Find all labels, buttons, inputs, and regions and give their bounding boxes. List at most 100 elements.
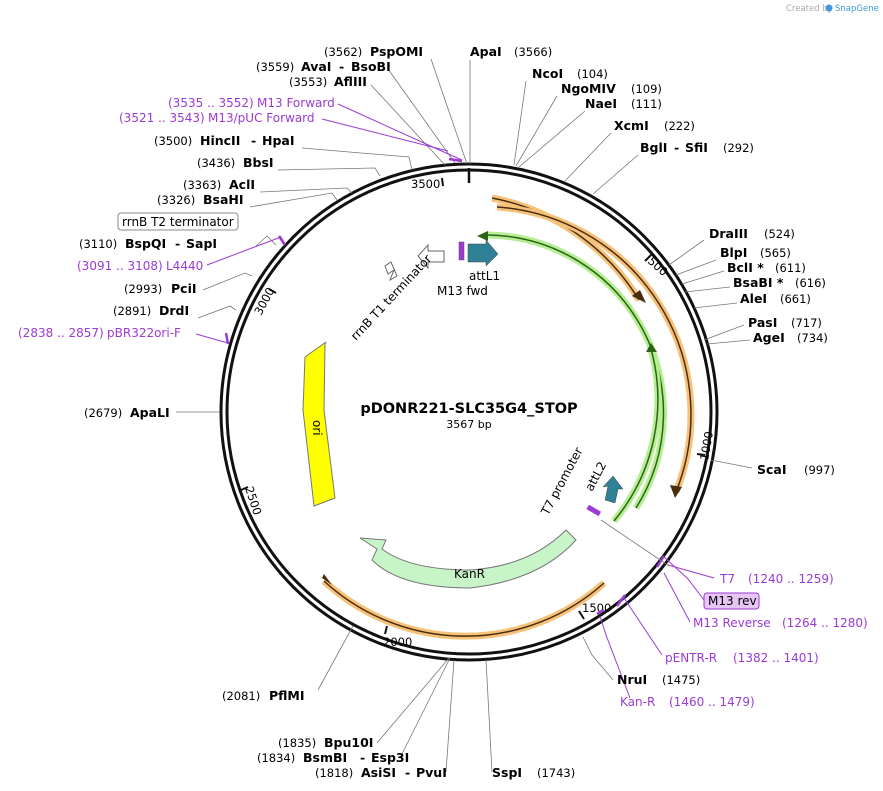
- green-arrow-1: [487, 234, 665, 509]
- enzyme-acli-name: AclI: [229, 177, 255, 192]
- enzyme-bsobi-name: BsoBI: [351, 59, 391, 74]
- svg-text:-: -: [251, 133, 256, 148]
- tick-label-3500: 3500: [411, 177, 440, 191]
- ori-label: ori: [310, 420, 324, 436]
- enzyme-ngomiv-pos: (109): [631, 82, 662, 96]
- primer-pbr322-range: (2838 .. 2857): [18, 326, 104, 340]
- orange-arrow-1: [491, 197, 640, 301]
- enzyme-blpi-pos: (565): [760, 246, 791, 260]
- enzyme-avai-name: AvaI: [301, 59, 331, 74]
- enzyme-acli-pos: (3363): [183, 178, 221, 192]
- tick-label-1500: 1500: [582, 601, 611, 615]
- enzyme-avai-pos: (3559): [256, 60, 294, 74]
- primer-l4440-name: L4440: [166, 259, 203, 273]
- svg-text:-: -: [175, 236, 180, 251]
- backbone-outer: [219, 162, 719, 662]
- attl1-arrow: [467, 239, 499, 267]
- plasmid-name: pDONR221-SLC35G4_STOP: [360, 401, 578, 417]
- enzyme-bpu10i-pos: (1835): [278, 736, 316, 750]
- enzyme-drdi-name: DrdI: [159, 303, 189, 318]
- green-arrow-2: [613, 348, 659, 522]
- attl2-arrow: [602, 475, 624, 504]
- enzyme-hpai-name: HpaI: [262, 133, 295, 148]
- enzyme-bbsi-name: BbsI: [243, 155, 274, 170]
- enzyme-pasi-name: PasI: [748, 315, 777, 330]
- snapgene-logo-icon: [825, 4, 833, 12]
- enzyme-pflmi-name: PflMI: [269, 688, 305, 703]
- enzyme-drdi-pos: (2891): [113, 304, 151, 318]
- tick-marks: [240, 177, 706, 635]
- m13-rev-label: M13 rev: [708, 594, 757, 608]
- enzyme-pcii-pos: (2993): [124, 282, 162, 296]
- t7-connector: [600, 519, 670, 567]
- enzyme-aflIII-name: AflIII: [334, 74, 367, 89]
- enzyme-bsmbi-pos: (1834): [257, 751, 295, 765]
- enzyme-bsabi-name: BsaBI *: [733, 275, 784, 290]
- enzyme-sspi-name: SspI: [492, 765, 522, 780]
- svg-text:-: -: [405, 765, 410, 780]
- m13-fwd-label: M13 fwd: [437, 284, 488, 298]
- enzyme-bcli-pos: (611): [775, 261, 806, 275]
- enzyme-pspomi-name: PspOMI: [370, 44, 423, 59]
- primer-m13puc-range: (3521 .. 3543): [119, 111, 205, 125]
- enzyme-xcmi-name: XcmI: [614, 118, 649, 133]
- plasmid-length: 3567 bp: [446, 418, 491, 431]
- enzyme-pspomi-pos: (3562): [324, 45, 362, 59]
- enzyme-apai-pos: (3566): [514, 45, 552, 59]
- attl2-label: attL2: [582, 459, 609, 493]
- attl1-label: attL1: [469, 269, 500, 283]
- kanr-label: KanR: [454, 567, 485, 581]
- primer-pentr-range: (1382 .. 1401): [733, 651, 819, 665]
- created-by-text: Created by: [786, 4, 833, 14]
- primer-m13fwd-range: (3535 .. 3552): [168, 96, 254, 110]
- enzyme-nrui-pos: (1475): [662, 673, 700, 687]
- enzyme-naei-name: NaeI: [585, 96, 617, 111]
- enzyme-draiii-pos: (524): [764, 227, 795, 241]
- enzyme-bspqi-pos: (3110): [79, 237, 117, 251]
- svg-text:-: -: [360, 750, 365, 765]
- rrnb-t2-label: rrnB T2 terminator: [122, 215, 234, 229]
- enzyme-bsabi-pos: (616): [795, 276, 826, 290]
- green-arrow-2-head: [646, 343, 657, 352]
- enzyme-apai-name: ApaI: [470, 44, 502, 59]
- orange-arrow-3: [323, 580, 605, 637]
- enzyme-connectors: [176, 58, 753, 773]
- orange-arrow-3-halo: [321, 578, 607, 640]
- enzyme-draiii-name: DraIII: [709, 226, 748, 241]
- primer-marks: [224, 157, 666, 616]
- enzyme-asisi-pos: (1818): [315, 766, 353, 780]
- kanr-arrow: [359, 529, 577, 589]
- orange-arrow-1-head: [632, 290, 646, 303]
- primer-t7-range: (1240 .. 1259): [748, 572, 834, 586]
- enzyme-bbsi-pos: (3436): [197, 156, 235, 170]
- orange-arrow-2: [496, 206, 692, 493]
- enzyme-alei-pos: (661): [780, 292, 811, 306]
- enzyme-sspi-pos: (1743): [537, 766, 575, 780]
- enzyme-scai-pos: (997): [804, 463, 835, 477]
- enzyme-pvui-name: PvuI: [416, 765, 447, 780]
- primer-pentr-name: pENTR-R: [665, 651, 717, 665]
- enzyme-alei-name: AleI: [740, 291, 767, 306]
- orange-arrow-2-head: [670, 485, 682, 498]
- enzyme-agei-pos: (734): [797, 331, 828, 345]
- ori-arrow: [302, 341, 336, 507]
- primer-m13reverse-name: M13 Reverse: [693, 616, 771, 630]
- enzyme-pasi-pos: (717): [791, 316, 822, 330]
- t7-marker: [586, 504, 602, 517]
- primer-kanr-range: (1460 .. 1479): [669, 695, 755, 709]
- enzyme-sapi-name: SapI: [186, 236, 217, 251]
- primer-t7-name: T7: [719, 572, 735, 586]
- enzyme-blpi-name: BlpI: [720, 245, 747, 260]
- m13-fwd-marker: [458, 241, 465, 261]
- rrnb-t1-arrow: [417, 243, 445, 270]
- primer-kanr-name: Kan-R: [620, 695, 655, 709]
- orange-arrow-3-head: [322, 574, 332, 585]
- enzyme-asisi-name: AsiSI: [361, 765, 396, 780]
- enzyme-nrui-name: NruI: [617, 672, 647, 687]
- primer-l4440-range: (3091 .. 3108): [77, 259, 163, 273]
- enzyme-ncoi-pos: (104): [577, 67, 608, 81]
- enzyme-xcmi-pos: (222): [664, 119, 695, 133]
- enzyme-bsahi-pos: (3326): [157, 193, 195, 207]
- enzyme-sfii-name: SfiI: [685, 140, 708, 155]
